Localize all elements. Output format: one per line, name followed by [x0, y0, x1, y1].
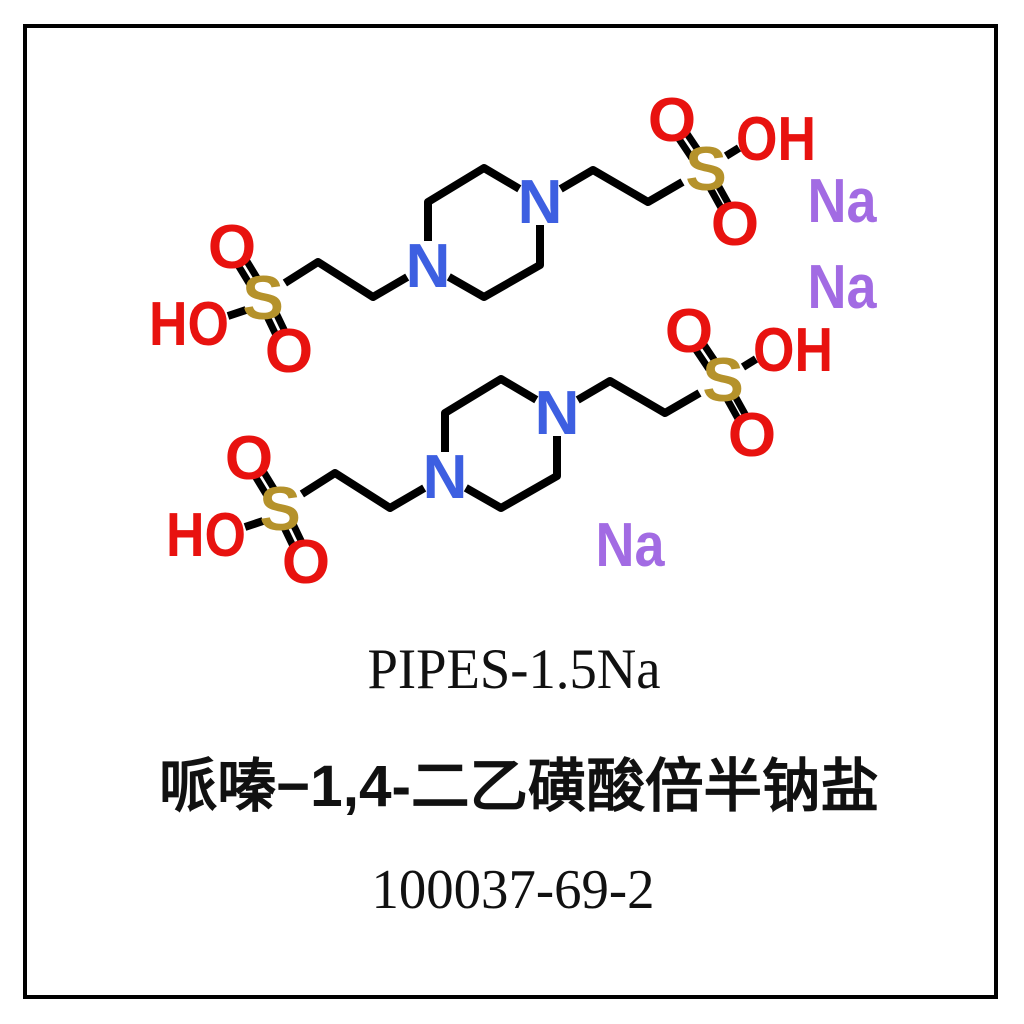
border-frame	[23, 24, 998, 999]
molecule-structure-1: N N S O O HO S O O OH	[149, 86, 816, 386]
nitrogen-label: N	[518, 168, 563, 237]
double-bond-lines	[233, 129, 733, 340]
nitrogen-label: N	[406, 232, 451, 301]
sulfur-label: S	[242, 264, 283, 333]
sodium-ion-label: Na	[596, 511, 665, 580]
sodium-ion-label: Na	[808, 253, 877, 322]
oxygen-label: O	[648, 86, 696, 155]
oxygen-label: O	[265, 317, 313, 386]
compound-name-zh: 哌嗪−1,4-二乙磺酸倍半钠盐	[159, 754, 879, 819]
sodium-ion-label: Na	[808, 167, 877, 236]
sulfur-label: S	[685, 135, 726, 204]
cas-number: 100037-69-2	[372, 859, 655, 921]
hydroxyl-ho-label: HO	[149, 290, 229, 359]
compound-name-en: PIPES-1.5Na	[368, 638, 661, 701]
oxygen-label: O	[208, 213, 256, 282]
hydroxyl-oh-label: OH	[736, 105, 816, 174]
single-bond-lines	[226, 144, 742, 320]
oxygen-label: O	[711, 190, 759, 259]
